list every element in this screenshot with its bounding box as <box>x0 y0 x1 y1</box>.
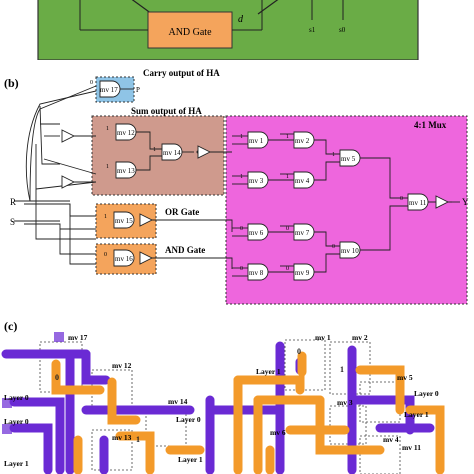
panel-b-circuit-diagram: (b) Carry output of HA Sum output of HA … <box>4 68 469 305</box>
and-gate-box <box>147 11 233 49</box>
mux-wiring <box>232 133 452 277</box>
svg-text:1: 1 <box>340 365 344 374</box>
mux-label: 4:1 Mux <box>414 120 447 130</box>
c-layer0-d: Layer 0 <box>414 389 439 398</box>
sum-region <box>91 115 225 196</box>
svg-text:1: 1 <box>240 134 243 140</box>
c-mv4: mv 4 <box>383 435 399 444</box>
svg-text:1: 1 <box>106 164 109 170</box>
c-mv6: mv 6 <box>270 428 286 437</box>
svg-text:1: 1 <box>332 152 335 158</box>
c-mv14: mv 14 <box>168 397 188 406</box>
panel-c-layout: (c) <box>1 319 445 474</box>
c-mv3: mv 3 <box>337 398 353 407</box>
inverter-1 <box>61 129 75 143</box>
mux-gates: mv 1 mv 2 mv 3 mv 4 mv 5 mv 6 mv 7 mv 8 … <box>247 131 429 281</box>
svg-text:0: 0 <box>104 252 107 258</box>
and-gate-label: AND Gate <box>168 27 212 38</box>
c-layer0-a: Layer 0 <box>4 393 29 402</box>
c-layer1-b: Layer 1 <box>178 455 203 464</box>
sum-output-label: Sum output of HA <box>131 106 202 116</box>
mv13-label: mv 13 <box>117 167 135 175</box>
mv15-label: mv 15 <box>115 217 133 225</box>
svg-text:1: 1 <box>286 134 289 140</box>
svg-text:0: 0 <box>286 266 289 272</box>
svg-text:1: 1 <box>104 214 107 220</box>
svg-text:0: 0 <box>400 196 403 202</box>
carry-output-label: Carry output of HA <box>143 68 220 78</box>
signal-s1: s1 <box>309 26 316 34</box>
svg-text:0: 0 <box>240 266 243 272</box>
svg-text:mv 7: mv 7 <box>295 229 310 237</box>
svg-text:0: 0 <box>286 226 289 232</box>
svg-text:mv 11: mv 11 <box>409 199 427 207</box>
and-gate-label: AND Gate <box>165 245 205 255</box>
mv17-label: mv 17 <box>100 86 118 94</box>
orange-wires <box>51 351 445 474</box>
panel-b-label: (b) <box>4 76 19 90</box>
svg-text:1: 1 <box>286 174 289 180</box>
svg-text:mv 9: mv 9 <box>295 269 310 277</box>
carry-zero: 0 <box>90 80 93 86</box>
or-gate-label: OR Gate <box>165 207 199 217</box>
panel-a-fragment: AND Gate d s1 s0 <box>37 0 419 60</box>
svg-text:1: 1 <box>240 174 243 180</box>
svg-text:mv 4: mv 4 <box>295 177 310 185</box>
mv12-label: mv 12 <box>117 129 135 137</box>
c-layer1-c: Layer 1 <box>256 367 281 376</box>
svg-text:1: 1 <box>153 147 156 153</box>
c-mv17: mv 17 <box>68 333 88 342</box>
c-mv12: mv 12 <box>112 361 132 370</box>
panel-c-label: (c) <box>4 319 17 333</box>
svg-text:mv 3: mv 3 <box>249 177 264 185</box>
input-wiring <box>14 85 97 265</box>
svg-text:1: 1 <box>106 126 109 132</box>
svg-text:1: 1 <box>136 435 140 444</box>
svg-text:0: 0 <box>240 226 243 232</box>
svg-text:mv 1: mv 1 <box>249 137 264 145</box>
c-mv13: mv 13 <box>112 433 132 442</box>
input-marker-p <box>54 332 64 342</box>
c-layer0-c: Layer 0 <box>176 415 201 424</box>
svg-text:mv 2: mv 2 <box>295 137 310 145</box>
output-p: P <box>136 86 140 94</box>
c-mv11: mv 11 <box>402 443 421 452</box>
svg-text:mv 6: mv 6 <box>249 229 264 237</box>
mv14-label: mv 14 <box>163 149 181 157</box>
output-y: Y <box>462 197 469 207</box>
input-marker-s <box>2 424 12 434</box>
c-mv2: mv 2 <box>352 333 368 342</box>
signal-d: d <box>238 14 244 25</box>
c-layer0-b: Layer 0 <box>4 417 29 426</box>
svg-text:mv 10: mv 10 <box>341 247 359 255</box>
signal-s0: s0 <box>339 26 346 34</box>
inverter-2 <box>61 175 75 189</box>
svg-text:mv 5: mv 5 <box>341 155 356 163</box>
svg-text:0: 0 <box>332 244 335 250</box>
c-mv5: mv 5 <box>397 373 413 382</box>
input-marker-r <box>2 398 12 408</box>
svg-text:0: 0 <box>297 347 301 356</box>
c-mv1: mv 1 <box>315 333 331 342</box>
c-layer1-d: Layer 1 <box>404 410 429 419</box>
svg-text:mv 8: mv 8 <box>249 269 264 277</box>
mv16-label: mv 16 <box>115 255 133 263</box>
input-s: S <box>10 217 15 227</box>
svg-text:0: 0 <box>55 373 59 382</box>
c-layer1-a: Layer 1 <box>4 459 29 468</box>
input-r: R <box>10 197 16 207</box>
